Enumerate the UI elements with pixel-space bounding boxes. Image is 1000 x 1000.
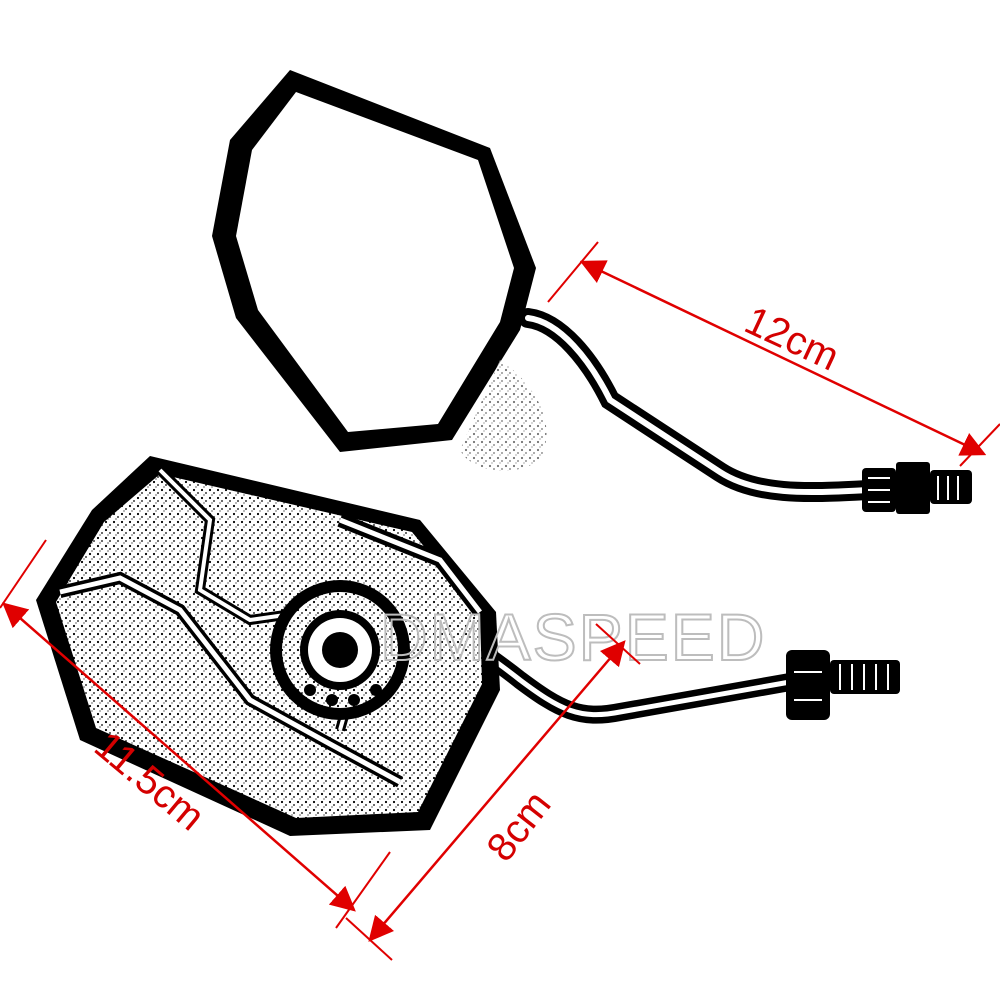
top-mirror-bolt — [862, 462, 972, 514]
bottom-mirror-bolt — [786, 650, 900, 720]
dimension-label-12cm: 12cm — [738, 298, 845, 379]
brand-watermark: DMASPEED — [380, 600, 766, 674]
top-mirror — [212, 70, 972, 514]
dimension-label-8cm: 8cm — [478, 783, 559, 870]
dimension-stem-length: 12cm — [547, 241, 1000, 467]
top-mirror-glass — [236, 92, 514, 432]
